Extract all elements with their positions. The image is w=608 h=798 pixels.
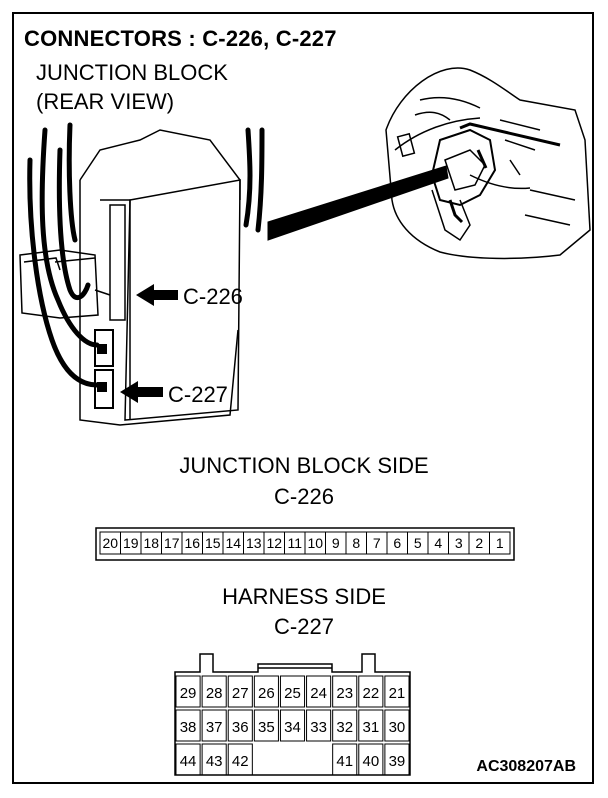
c226-pin-label: 18 xyxy=(143,535,159,551)
c226-pin-label: 2 xyxy=(475,535,483,551)
c226-pin-label: 6 xyxy=(393,535,401,551)
c227-pin-label: 30 xyxy=(389,719,406,736)
c226-connector-name: C-226 xyxy=(274,484,334,509)
c227-pin-label: 21 xyxy=(389,685,406,702)
c226-pin-label: 7 xyxy=(373,535,381,551)
c227-pin-label: 28 xyxy=(206,685,223,702)
c227-pin-label: 27 xyxy=(232,685,249,702)
c227-pin-label: 39 xyxy=(389,753,406,770)
callout-label-c227: C-227 xyxy=(168,382,228,407)
harness-wires-dashboard xyxy=(448,122,561,224)
c227-pin-label: 34 xyxy=(284,719,301,736)
c227-connector-name: C-227 xyxy=(274,614,334,639)
c226-pin-label: 10 xyxy=(307,535,323,551)
c227-pin-label: 40 xyxy=(362,753,379,770)
callout-label-c226: C-226 xyxy=(183,284,243,309)
c227-pin-label: 25 xyxy=(284,685,301,702)
figure-title: CONNECTORS : C-226, C-227 xyxy=(24,26,337,51)
c227-pin-label: 38 xyxy=(180,719,197,736)
c227-side-label: HARNESS SIDE xyxy=(222,584,386,609)
c226-pin-label: 9 xyxy=(332,535,340,551)
c227-pin-label: 29 xyxy=(180,685,197,702)
c226-side-label: JUNCTION BLOCK SIDE xyxy=(179,453,429,478)
dashboard-illustration xyxy=(385,67,591,260)
c226-pin-label: 16 xyxy=(184,535,200,551)
c227-pin-label: 36 xyxy=(232,719,249,736)
location-leader xyxy=(267,165,449,241)
c226-pin-label: 15 xyxy=(205,535,221,551)
c227-pin-label: 42 xyxy=(232,753,249,770)
c227-pin-label: 35 xyxy=(258,719,275,736)
junction-block-body xyxy=(19,129,241,426)
c226-pin-label: 19 xyxy=(123,535,139,551)
harness-wires xyxy=(27,122,265,388)
c227-pin-label: 41 xyxy=(336,753,353,770)
c227-pin-label: 37 xyxy=(206,719,223,736)
c227-pin-label: 43 xyxy=(206,753,223,770)
c227-pin-label: 32 xyxy=(336,719,353,736)
c226-pin-label: 12 xyxy=(266,535,282,551)
c226-pin-label: 17 xyxy=(164,535,180,551)
c226-pin-label: 20 xyxy=(102,535,118,551)
figure-code: AC308207AB xyxy=(476,758,576,775)
c226-callout-arrow xyxy=(136,284,178,306)
c227-pin-label: 26 xyxy=(258,685,275,702)
c226-pin-label: 5 xyxy=(414,535,422,551)
c227-pin-label: 44 xyxy=(180,753,197,770)
location-label-line1: JUNCTION BLOCK xyxy=(36,60,228,85)
c227-pin-label: 22 xyxy=(362,685,379,702)
location-label-line2: (REAR VIEW) xyxy=(36,89,175,114)
c226-pin-label: 11 xyxy=(287,535,302,551)
c226-pin-label: 8 xyxy=(352,535,360,551)
c227-pin-label: 24 xyxy=(310,685,327,702)
c226-pin-label: 13 xyxy=(246,535,262,551)
figure-frame xyxy=(12,12,594,784)
c226-pin-label: 3 xyxy=(455,535,463,551)
c227-pin-label: 31 xyxy=(362,719,379,736)
c227-pin-label: 23 xyxy=(336,685,353,702)
c227-callout-arrow xyxy=(120,381,163,403)
c227-pin-label: 33 xyxy=(310,719,327,736)
c226-pin-label: 1 xyxy=(496,535,504,551)
c226-pin-label: 14 xyxy=(225,535,241,551)
c226-pin-label: 4 xyxy=(434,535,442,551)
